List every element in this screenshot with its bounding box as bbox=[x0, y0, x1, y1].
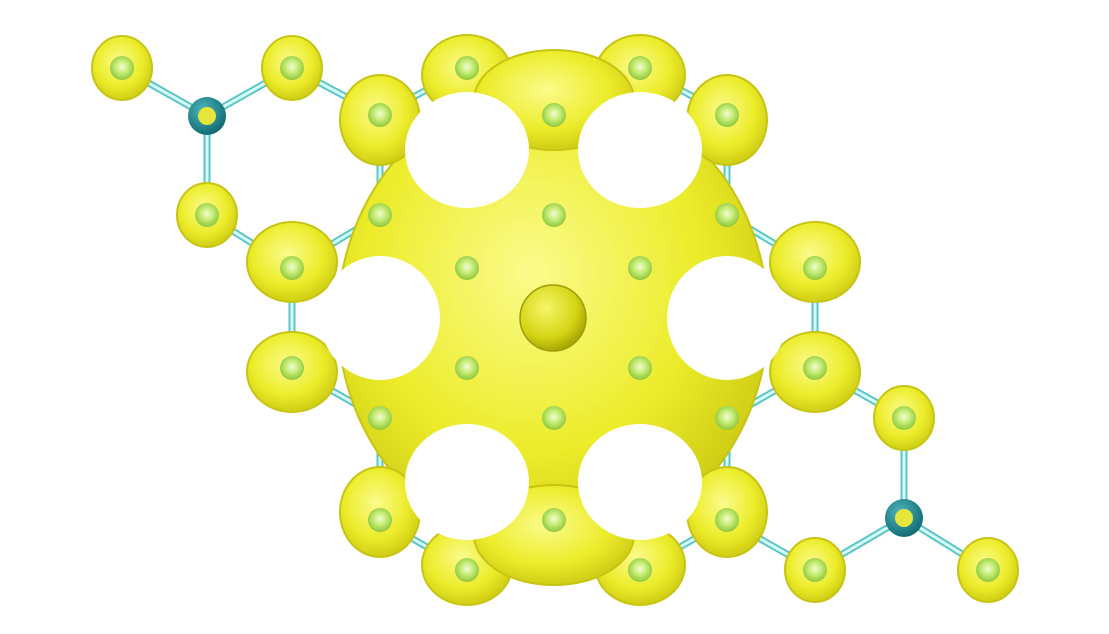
carbon-atom bbox=[628, 558, 652, 582]
dopant-atom-core bbox=[895, 509, 913, 527]
carbon-atom bbox=[976, 558, 1000, 582]
carbon-atom bbox=[110, 56, 134, 80]
carbon-atom bbox=[542, 508, 566, 532]
carbon-atom bbox=[628, 356, 652, 380]
carbon-atom bbox=[368, 103, 392, 127]
isosurface-hole bbox=[320, 256, 440, 380]
carbon-atom bbox=[280, 356, 304, 380]
carbon-atom bbox=[542, 103, 566, 127]
carbon-atom bbox=[803, 356, 827, 380]
carbon-atom bbox=[628, 56, 652, 80]
carbon-atom bbox=[455, 56, 479, 80]
isosurface-hole bbox=[405, 92, 529, 208]
carbon-atom bbox=[280, 56, 304, 80]
carbon-atom bbox=[368, 508, 392, 532]
carbon-atom bbox=[715, 103, 739, 127]
atom-layer bbox=[110, 56, 1000, 582]
carbon-atom bbox=[715, 406, 739, 430]
central-sphere bbox=[519, 284, 587, 352]
carbon-atom bbox=[455, 356, 479, 380]
isosurface-hole bbox=[667, 256, 787, 380]
carbon-atom bbox=[455, 558, 479, 582]
isosurface-hole bbox=[578, 92, 702, 208]
carbon-atom bbox=[803, 558, 827, 582]
carbon-atom bbox=[715, 203, 739, 227]
carbon-atom bbox=[715, 508, 739, 532]
isosurface-hole bbox=[578, 424, 702, 540]
carbon-atom bbox=[368, 406, 392, 430]
carbon-atom bbox=[542, 203, 566, 227]
carbon-atom bbox=[455, 256, 479, 280]
carbon-atom bbox=[803, 256, 827, 280]
carbon-atom bbox=[195, 203, 219, 227]
carbon-atom bbox=[628, 256, 652, 280]
carbon-atom bbox=[368, 203, 392, 227]
carbon-atom bbox=[542, 406, 566, 430]
carbon-atom bbox=[280, 256, 304, 280]
dopant-atom-core bbox=[198, 107, 216, 125]
isosurface-hole bbox=[405, 424, 529, 540]
carbon-atom bbox=[892, 406, 916, 430]
